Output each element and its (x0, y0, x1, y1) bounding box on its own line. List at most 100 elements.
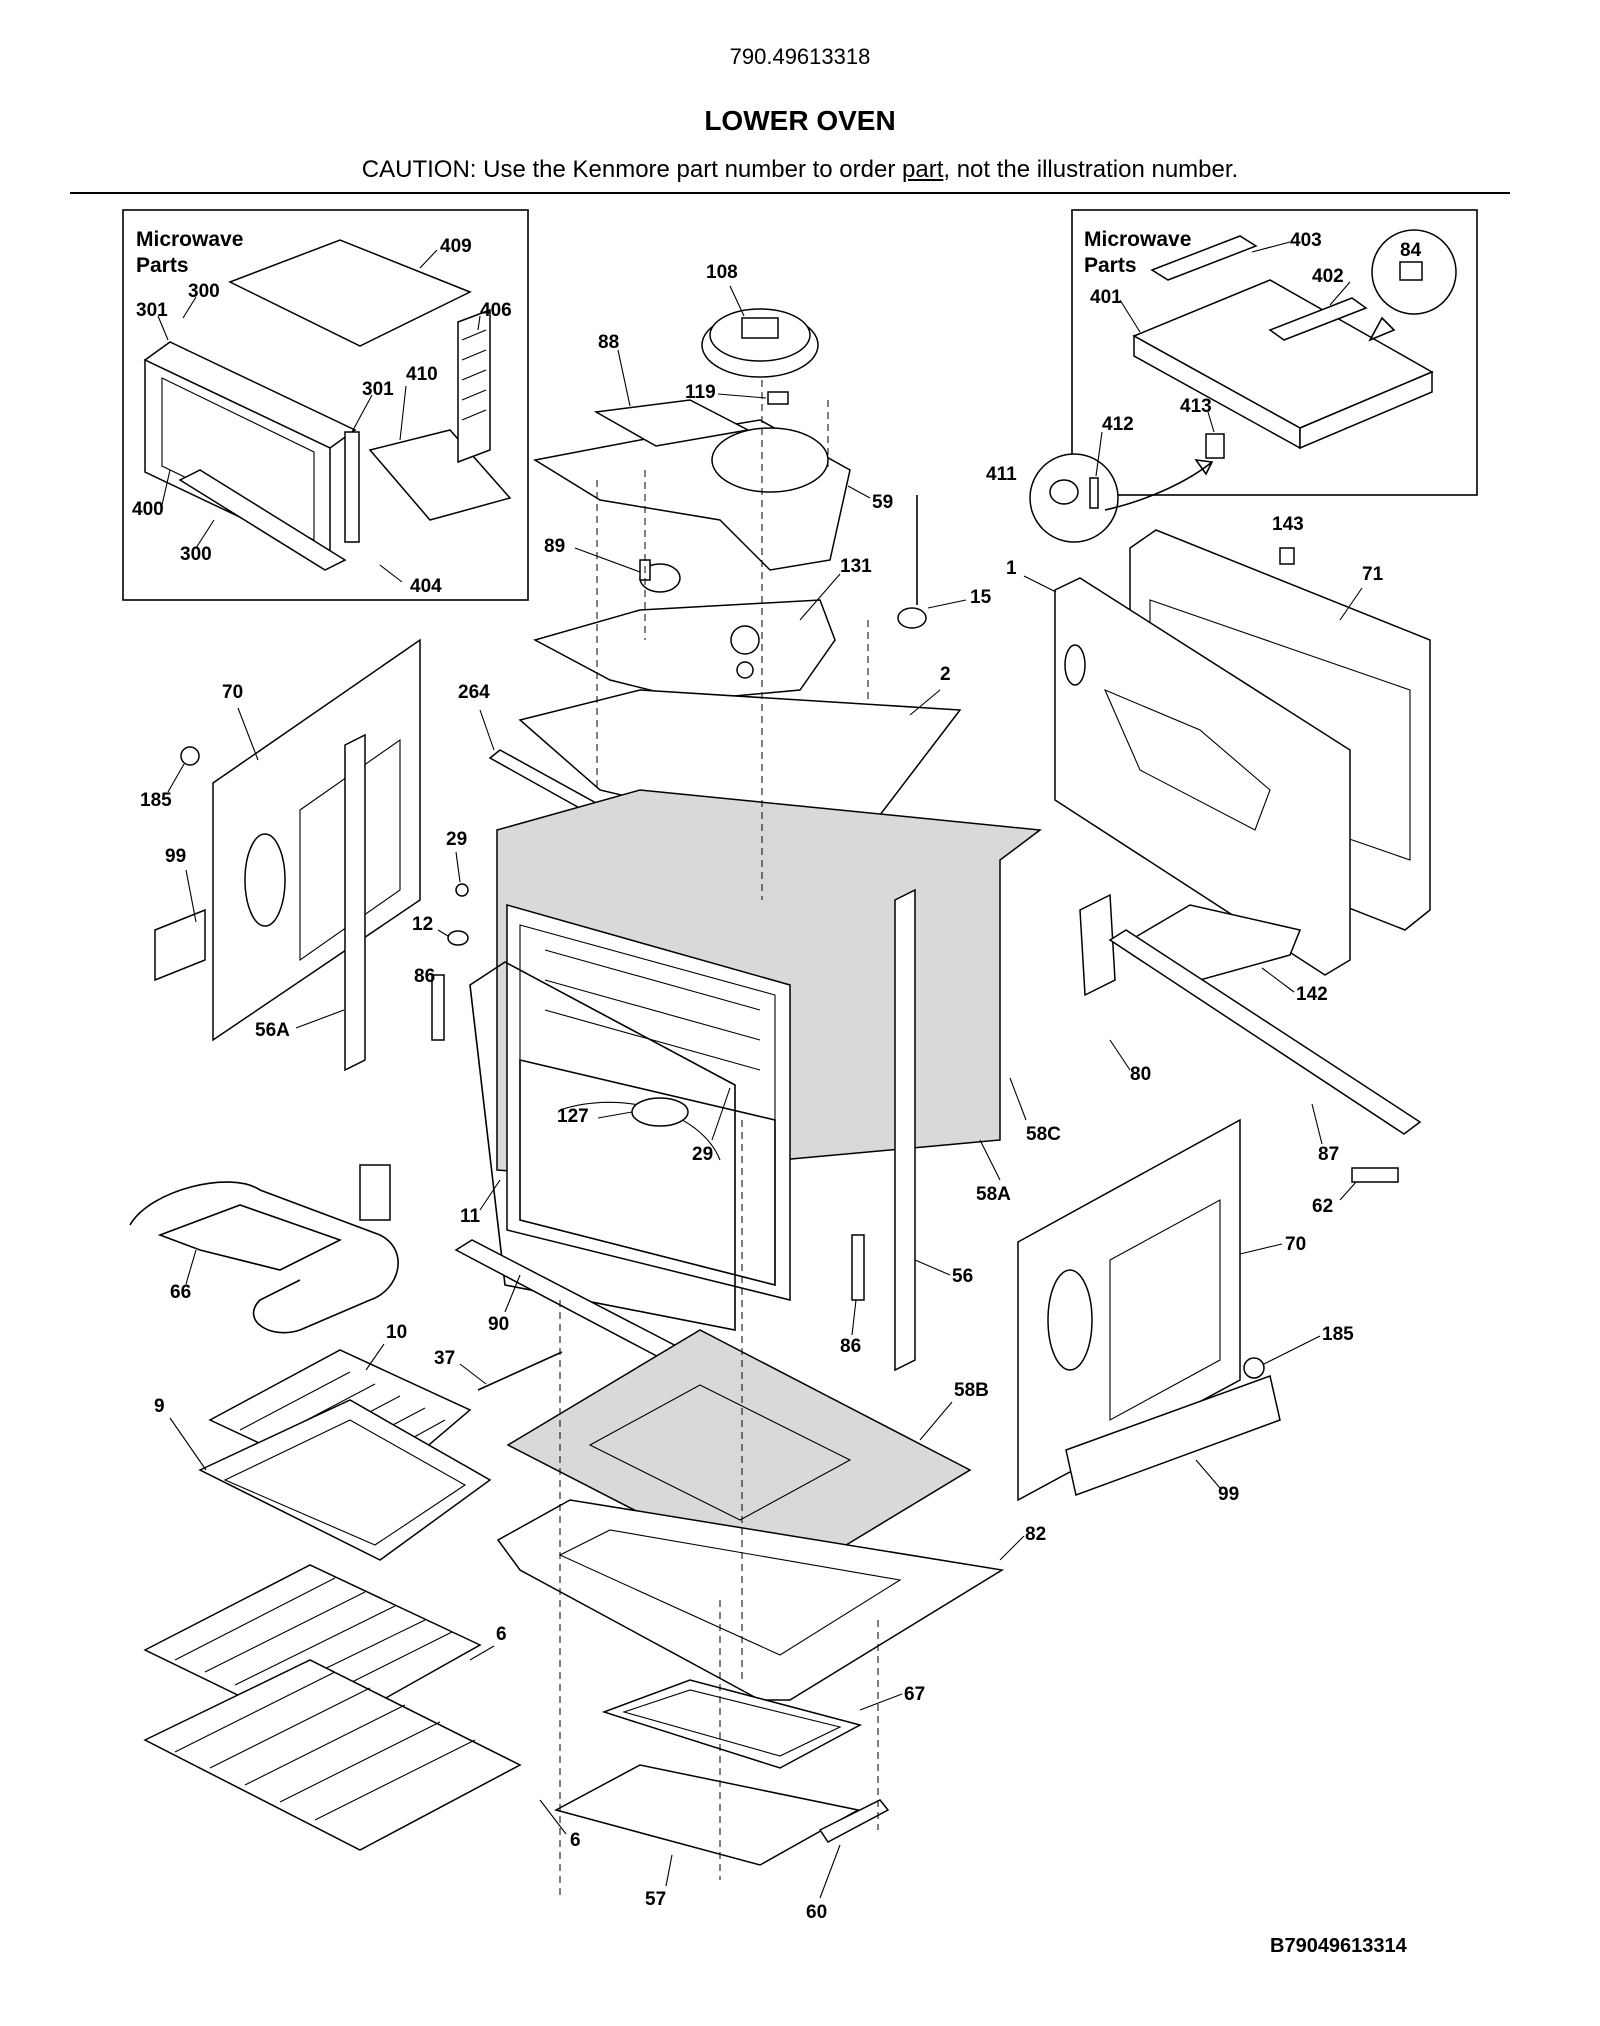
callout-70: 70 (1285, 1234, 1306, 1255)
oven-cavity (496, 789, 1042, 1301)
part-88 (593, 399, 751, 447)
callout-131: 131 (840, 556, 872, 577)
callout-88: 88 (598, 332, 619, 353)
callout-87: 87 (1318, 1144, 1339, 1165)
part-300-lower (178, 469, 347, 571)
callout-84: 84 (1400, 240, 1422, 261)
callout-67: 67 (904, 1684, 925, 1705)
part-62 (1351, 1167, 1399, 1183)
part-301 (344, 431, 360, 543)
callout-90: 90 (488, 1314, 509, 1335)
callout-89: 89 (544, 536, 565, 557)
part-143 (1279, 547, 1295, 565)
callout-413: 413 (1180, 396, 1212, 417)
callout-119: 119 (685, 382, 716, 403)
inset-right-title-1: Microwave (1084, 228, 1191, 251)
part-406 (457, 308, 491, 464)
caution-text-end: , not the illustration number. (943, 156, 1239, 183)
inset-left-title-2: Parts (136, 254, 189, 277)
callout-59: 59 (872, 492, 893, 513)
detail-411-412: 412 413 411 (986, 396, 1215, 543)
callout-142: 142 (1296, 984, 1328, 1005)
callout-264: 264 (458, 682, 490, 703)
part-67 (601, 1679, 863, 1769)
part-108-fan: 108 119 (685, 262, 819, 405)
part-119 (767, 391, 789, 405)
callout-403: 403 (1290, 230, 1322, 251)
callout-6: 6 (570, 1830, 581, 1851)
inset-left-title-1: Microwave (136, 228, 243, 251)
part-70-left: 70 185 99 56A (140, 638, 421, 1072)
callout-12: 12 (412, 914, 433, 935)
part-11-gasket (469, 961, 736, 1331)
callout-57: 57 (645, 1889, 666, 1910)
microwave-parts-inset-left: Microwave Parts 409 300 301 406 301 410 … (122, 209, 529, 601)
part-80 (1079, 893, 1116, 997)
part-412 (1089, 477, 1099, 509)
callout-300: 300 (180, 544, 212, 565)
header-divider (70, 192, 1510, 194)
callout-86: 86 (414, 966, 435, 987)
callout-29: 29 (692, 1144, 713, 1165)
part-413 (1205, 433, 1225, 459)
callout-300: 300 (188, 281, 220, 302)
callout-58C: 58C (1026, 1124, 1061, 1145)
callout-62: 62 (1312, 1196, 1333, 1217)
part-403 (1150, 235, 1258, 281)
callout-401: 401 (1090, 287, 1122, 308)
part-56 (894, 888, 916, 1372)
inset-right-title-2: Parts (1084, 254, 1137, 277)
part-86-left (431, 974, 445, 1041)
callout-410: 410 (406, 364, 438, 385)
part-15-sensor: 15 (897, 495, 992, 629)
part-99-right (1065, 1375, 1281, 1496)
part-99-left (154, 908, 206, 982)
callout-127: 127 (557, 1106, 589, 1127)
callout-404: 404 (410, 576, 442, 597)
callout-56: 56 (952, 1266, 973, 1287)
part-6-oven-racks: 6 6 (143, 1564, 581, 1851)
callout-301: 301 (136, 300, 168, 321)
callout-301: 301 (362, 379, 394, 400)
callout-185: 185 (1322, 1324, 1354, 1345)
callout-10: 10 (386, 1322, 407, 1343)
callout-2: 2 (940, 664, 951, 685)
part-86-right (851, 1234, 865, 1301)
model-number: 790.49613318 (729, 44, 871, 69)
callout-82: 82 (1025, 1524, 1046, 1545)
callout-58A: 58A (976, 1184, 1011, 1205)
part-89-motor: 89 (544, 536, 681, 593)
callout-6: 6 (496, 1624, 507, 1645)
callout-56A: 56A (255, 1020, 290, 1041)
part-185-right (1243, 1357, 1265, 1379)
part-57 (553, 1764, 861, 1866)
callout-11: 11 (460, 1206, 481, 1227)
part-409 (228, 239, 472, 347)
part-410 (368, 429, 512, 521)
part-59-duct: 88 59 (532, 332, 893, 571)
caution-part-link[interactable]: part (902, 156, 944, 183)
page-title: LOWER OVEN (704, 105, 896, 136)
callout-86: 86 (840, 1336, 861, 1357)
callout-15: 15 (970, 587, 992, 608)
part-411 (1049, 479, 1079, 505)
callout-108: 108 (706, 262, 738, 283)
part-185-left (180, 746, 200, 766)
callout-9: 9 (154, 1396, 165, 1417)
callout-406: 406 (480, 300, 512, 321)
part-87 (1108, 929, 1422, 1135)
microwave-parts-inset-right: Microwave Parts 403 84 402 401 (1071, 209, 1478, 496)
callout-1: 1 (1006, 558, 1017, 579)
part-127 (631, 1097, 689, 1127)
part-1-side-panel: 1 (1006, 558, 1351, 976)
callout-58B: 58B (954, 1380, 989, 1401)
assembly-guide-lines (559, 380, 879, 1900)
caution-note: CAUTION: Use the Kenmore part number to … (0, 156, 1600, 184)
part-402 (1268, 297, 1368, 341)
part-9-broil-pan: 9 (154, 1396, 492, 1561)
callout-80: 80 (1130, 1064, 1151, 1085)
part-70-right: 70 185 99 (1017, 1118, 1354, 1505)
callout-99: 99 (1218, 1484, 1239, 1505)
callout-402: 402 (1312, 266, 1344, 287)
